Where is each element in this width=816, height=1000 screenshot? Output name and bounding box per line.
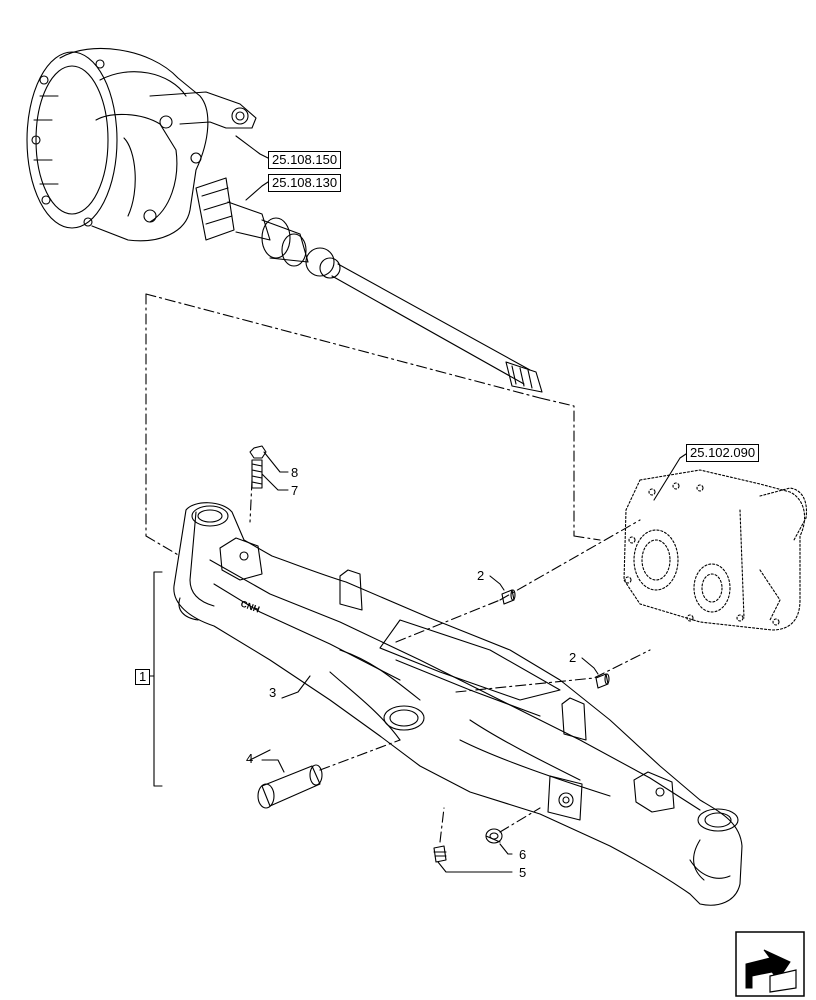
axle-housing: [173, 502, 743, 906]
group-label-box: 1: [135, 669, 151, 685]
callout-2-upper: 2: [477, 568, 485, 583]
callout-4: 4: [246, 751, 254, 766]
drive-shaft: [195, 177, 543, 393]
dowel-pin-lower: [595, 673, 610, 689]
pivot-pin: [257, 764, 323, 809]
differential-housing: [623, 469, 808, 631]
grease-plug: [433, 845, 447, 863]
bushing: [485, 828, 503, 844]
wheel-hub-assembly: [26, 47, 257, 242]
next-page-arrow-icon[interactable]: [735, 931, 805, 997]
callout-3: 3: [269, 685, 277, 700]
reference-box-differential[interactable]: 25.102.090: [686, 444, 760, 462]
stud-bolt: [251, 459, 263, 489]
group-bracket: [153, 571, 163, 787]
callout-2-lower: 2: [569, 650, 577, 665]
reference-box-hub[interactable]: 25.108.150: [268, 151, 342, 169]
callout-7: 7: [291, 483, 299, 498]
assembly-lines: [145, 293, 651, 843]
callout-5: 5: [519, 865, 527, 880]
hex-nut: [249, 445, 267, 459]
dowel-pin-upper: [501, 589, 516, 605]
leader-lines: [235, 135, 687, 873]
callout-8: 8: [291, 465, 299, 480]
reference-box-shaft[interactable]: 25.108.130: [268, 174, 342, 192]
housing-logo: CNH: [239, 598, 261, 614]
callout-6: 6: [519, 847, 527, 862]
